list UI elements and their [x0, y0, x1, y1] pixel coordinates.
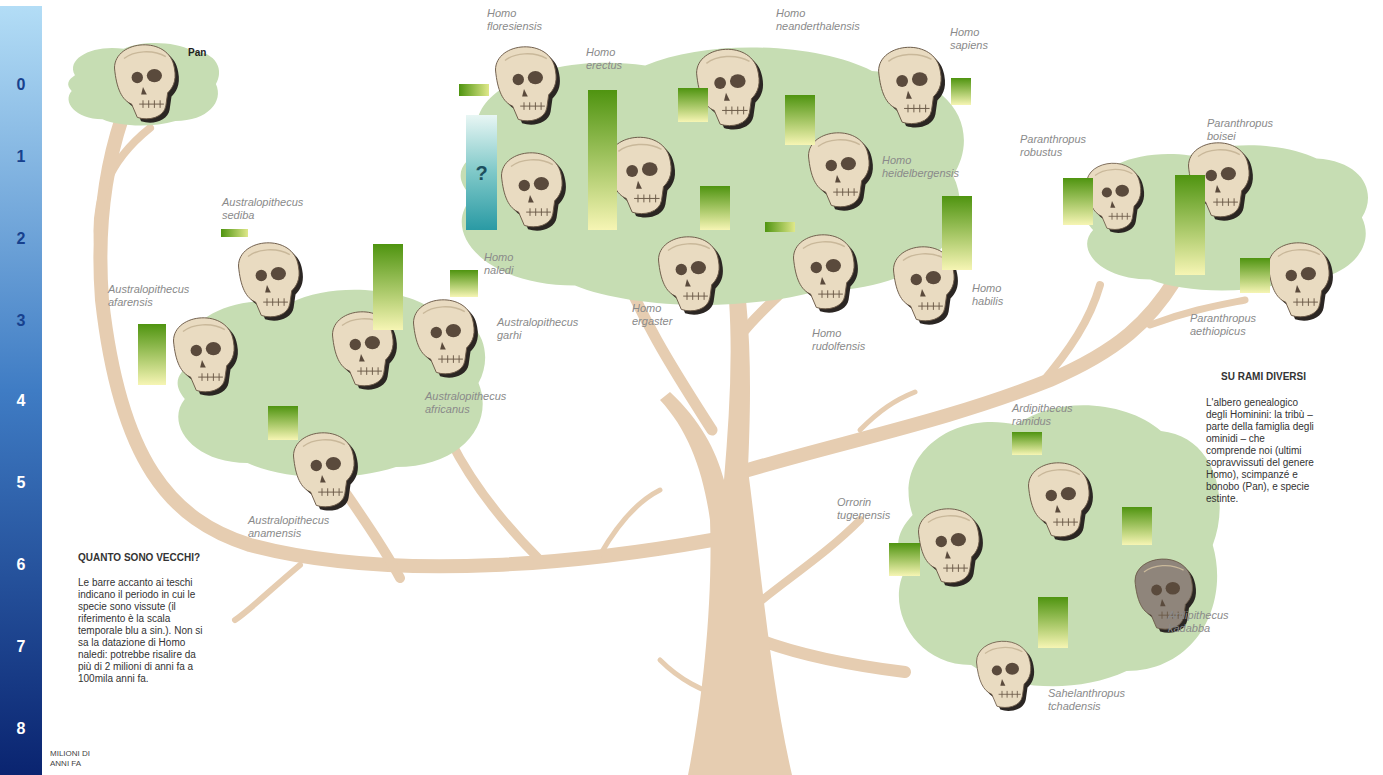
- species-cloud: Ardipithecus ramidusOrrorin tugenensisAr…: [885, 395, 1230, 695]
- scale-number: 3: [10, 312, 32, 330]
- time-scale-bar: [0, 6, 42, 775]
- species-label: Paranthropus robustus: [1020, 133, 1086, 159]
- species-label: Homo floresiensis: [487, 7, 542, 33]
- species-cloud: Australopithecus sedibaAustralopithecus …: [165, 283, 495, 483]
- species-label: Homo heidelbergensis: [882, 154, 959, 180]
- scale-number: 5: [10, 474, 32, 492]
- species-label: Ardipithecus ramidus: [1012, 402, 1073, 428]
- scale-unit: MILIONI DI ANNI FA: [50, 749, 110, 769]
- species-label: Paranthropus boisei: [1207, 117, 1273, 143]
- note-heading: QUANTO SONO VECCHI?: [78, 552, 208, 564]
- species-label: Paranthropus aethiopicus: [1190, 312, 1256, 338]
- scale-number: 8: [10, 720, 32, 738]
- species-label: Ardipithecus kadabba: [1168, 609, 1229, 635]
- scale-number: 1: [10, 148, 32, 166]
- cloud-shape: [165, 283, 495, 483]
- scale-number: 2: [10, 230, 32, 248]
- species-label: Homo sapiens: [950, 26, 988, 52]
- cloud-shape: [1075, 140, 1377, 295]
- species-cloud: Paranthropus robustusParanthropus boisei…: [1075, 140, 1377, 295]
- note-heading: SU RAMI DIVERSI: [1180, 371, 1306, 383]
- species-label: Homo habilis: [972, 282, 1003, 308]
- species-label: Australopithecus afarensis: [108, 283, 189, 309]
- scale-number: 0: [10, 76, 32, 94]
- species-label: Homo ergaster: [632, 302, 672, 328]
- cloud-shape: [885, 395, 1230, 695]
- species-label: Homo naledi: [484, 251, 513, 277]
- species-cloud: Homo floresiensisHomo erectusHomo neande…: [440, 38, 980, 313]
- scale-number: 6: [10, 556, 32, 574]
- species-label: Homo rudolfensis: [812, 327, 865, 353]
- unknown-mark: ?: [466, 162, 497, 184]
- species-label: Australopithecus africanus: [425, 390, 506, 416]
- scale-number: 4: [10, 392, 32, 410]
- note-body: Le barre accanto ai teschi indicano il p…: [78, 577, 208, 685]
- tree-trunk: [660, 300, 792, 775]
- species-label: Australopithecus garhi: [497, 316, 578, 342]
- note-body: L'albero genealogico degli Hominini: la …: [1206, 397, 1316, 505]
- species-cloud: Pan: [62, 40, 224, 128]
- species-label: Pan: [188, 46, 206, 59]
- species-label: Homo neanderthalensis: [776, 7, 860, 33]
- species-label: Homo erectus: [586, 46, 622, 72]
- species-label: Australopithecus sediba: [222, 196, 303, 222]
- scale-number: 7: [10, 638, 32, 656]
- species-label: Australopithecus anamensis: [248, 514, 329, 540]
- species-label: Orrorin tugenensis: [837, 496, 890, 522]
- species-label: Sahelanthropus tchadensis: [1048, 687, 1125, 713]
